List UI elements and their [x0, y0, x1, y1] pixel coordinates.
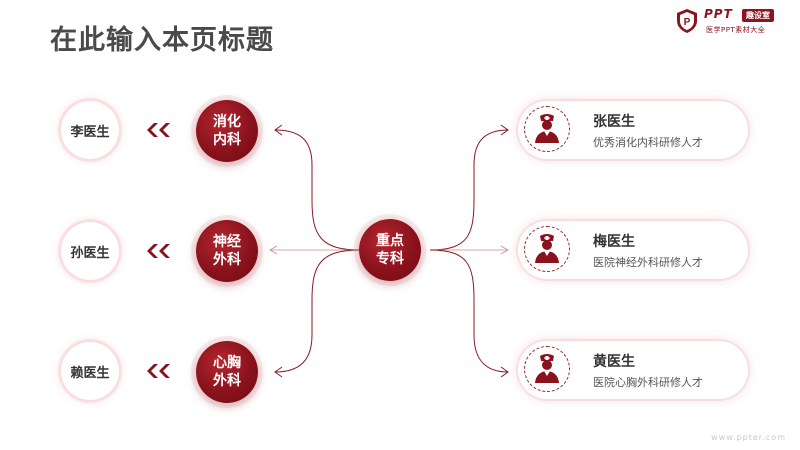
person-name: 孙医生 — [70, 245, 110, 261]
doctor-description: 优秀消化内科研修人才 — [593, 136, 703, 149]
center-line2: 专科 — [376, 251, 404, 267]
department-node-cardiothoracic: 心胸 外科 — [196, 341, 258, 403]
avatar — [524, 106, 570, 152]
double-chevron-left-icon — [147, 244, 170, 258]
person-name: 赖医生 — [70, 365, 110, 381]
brand-logo: P PPT 趣设室 医学PPT素材大全 — [676, 7, 794, 38]
avatar — [524, 226, 570, 272]
avatar — [524, 346, 570, 392]
department-line2: 外科 — [213, 373, 241, 389]
doctor-name: 黄医生 — [593, 354, 635, 370]
person-node-sun: 孙医生 — [61, 222, 119, 280]
department-node-digestive: 消化 内科 — [196, 100, 258, 162]
double-chevron-left-icon — [147, 123, 170, 137]
doctor-icon — [535, 354, 559, 383]
connector-left-bottom — [274, 249, 361, 373]
person-name: 李医生 — [70, 124, 110, 140]
department-line1: 神经 — [213, 234, 241, 250]
department-line1: 心胸 — [213, 355, 241, 371]
department-line2: 内科 — [213, 132, 241, 148]
double-chevron-left-icon — [147, 364, 170, 378]
center-line1: 重点 — [376, 233, 404, 249]
doctor-description: 医院神经外科研修人才 — [593, 256, 703, 269]
connector-right-top — [429, 129, 509, 251]
logo-subtitle: 医学PPT素材大全 — [706, 26, 766, 34]
watermark: www.ppter.com — [711, 433, 786, 442]
svg-text:P: P — [684, 17, 691, 28]
center-node: 重点 专科 — [359, 219, 421, 281]
doctor-card-huang: 黄医生 医院心胸外科研修人才 — [518, 341, 748, 399]
doctor-name: 梅医生 — [593, 234, 635, 250]
person-node-li: 李医生 — [61, 101, 119, 159]
department-line2: 外科 — [213, 252, 241, 268]
doctor-icon — [535, 114, 559, 143]
doctor-name: 张医生 — [593, 114, 635, 130]
connector-left-top — [274, 129, 361, 251]
doctor-card-zhang: 张医生 优秀消化内科研修人才 — [518, 101, 748, 159]
department-line1: 消化 — [213, 114, 241, 130]
department-node-neuro: 神经 外科 — [196, 220, 258, 282]
connector-right-bottom — [429, 249, 509, 373]
doctor-card-mei: 梅医生 医院神经外科研修人才 — [518, 221, 748, 279]
person-node-lai: 赖医生 — [61, 342, 119, 400]
doctor-icon — [535, 234, 559, 263]
page-title: 在此输入本页标题 — [50, 25, 274, 56]
logo-brand: PPT — [704, 7, 733, 21]
logo-tag: 趣设室 — [742, 9, 774, 22]
doctor-description: 医院心胸外科研修人才 — [593, 376, 703, 389]
shield-logo-icon: P — [677, 9, 697, 33]
